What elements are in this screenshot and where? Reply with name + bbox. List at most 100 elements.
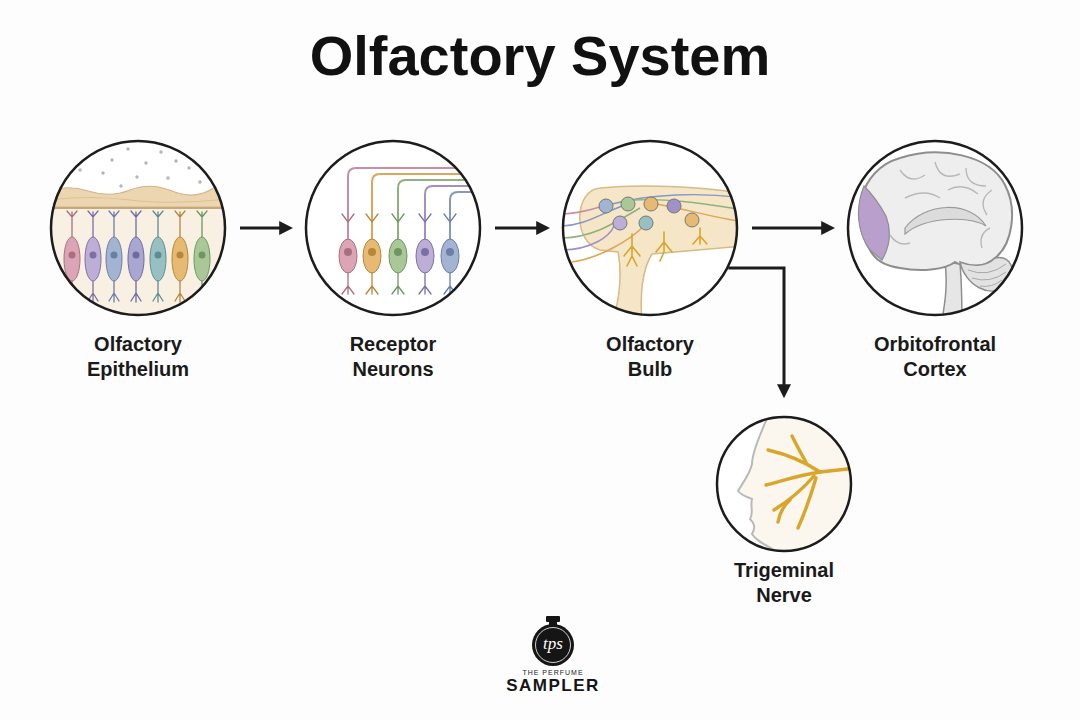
- odor-molecule: [159, 150, 162, 153]
- gyrus-line: [966, 168, 986, 186]
- odor-molecule: [126, 147, 129, 150]
- stage-circle: Orbitofrontal Cortex: [847, 140, 1023, 316]
- cell-nucleus: [177, 252, 184, 259]
- corpus-callosum: [905, 207, 986, 234]
- cell-nucleus: [69, 252, 76, 259]
- incoming-axon: [560, 226, 614, 250]
- axon: [398, 180, 490, 240]
- stage-label: Olfactory Epithelium: [72, 332, 204, 382]
- brand-logo: [532, 624, 574, 666]
- axon: [348, 168, 490, 240]
- circle-outline: [717, 417, 851, 551]
- mucus-layer: [50, 198, 226, 203]
- circle-outline: [563, 141, 737, 315]
- bulb-illustration: [560, 140, 745, 322]
- epithelial-cell: [106, 237, 122, 281]
- stage-label-group: Trigeminal Nerve: [718, 558, 850, 608]
- epithelial-cell: [64, 237, 210, 281]
- epithelial-cell: [172, 237, 188, 281]
- cerebellum-fold: [968, 264, 1006, 286]
- gyrus-line: [935, 162, 960, 176]
- stage-label-group: Orbitofrontal Cortex: [869, 332, 1001, 382]
- brainstem: [940, 262, 962, 330]
- neuron-body: [446, 248, 454, 256]
- odor-molecule: [78, 168, 81, 171]
- diagram-title: Olfactory System: [0, 24, 1080, 88]
- dendrite: [342, 214, 456, 294]
- output-tract: [612, 195, 745, 222]
- epithelium-illustration: [50, 140, 226, 316]
- stage-circle: Olfactory Epithelium: [50, 140, 226, 316]
- cell-nucleus: [155, 252, 162, 259]
- gyrus-line: [981, 228, 990, 248]
- brain-illustration: [847, 140, 1023, 316]
- stage-label: Orbitofrontal Cortex: [869, 332, 1001, 382]
- mucus-layer: [46, 184, 232, 207]
- circle-outline: [305, 140, 481, 316]
- neuron-body: [421, 248, 429, 256]
- mitral-cell: [624, 234, 640, 266]
- stage-circle: Receptor Neurons: [305, 140, 481, 316]
- circle-outline: [562, 140, 738, 316]
- neuron-body: [339, 239, 459, 273]
- axon: [348, 168, 490, 240]
- mitral-cell: [693, 228, 707, 244]
- mitral-cell: [656, 232, 672, 261]
- glomerulus: [599, 199, 613, 213]
- nerve-branch: [798, 478, 816, 528]
- brain-illustration: [847, 140, 1023, 330]
- odor-molecule: [119, 184, 122, 187]
- cell-nucleus: [69, 252, 206, 259]
- gyrus-line: [890, 162, 992, 248]
- axon: [372, 174, 490, 240]
- brand-logo: [536, 628, 571, 663]
- nerve-branch: [768, 450, 820, 472]
- neuron-body: [339, 239, 357, 273]
- flow-arrow: [728, 268, 784, 394]
- stage-label-group: Olfactory Bulb: [584, 332, 716, 382]
- epithelial-cell: [150, 237, 166, 281]
- cell-nucleus: [133, 252, 140, 259]
- neuron-body: [394, 248, 402, 256]
- glomerulus: [685, 213, 699, 227]
- brand-monogram: tps: [543, 634, 563, 654]
- epithelial-cell: [128, 237, 144, 281]
- cell-nucleus: [111, 252, 118, 259]
- neuron-illustration: [305, 140, 481, 316]
- odor-molecule: [101, 171, 104, 174]
- glomerulus: [621, 197, 635, 211]
- epithelium-illustration: [50, 206, 226, 316]
- nerve-branch: [792, 436, 806, 462]
- odor-molecule: [135, 175, 138, 178]
- gyrus-line: [900, 170, 925, 179]
- cell-nucleus: [90, 252, 97, 259]
- stage-label-group: Receptor Neurons: [327, 332, 459, 382]
- glomerulus: [644, 197, 658, 211]
- brand-tagline: THE PERFUME: [522, 669, 583, 677]
- odor-molecule: [144, 161, 147, 164]
- basal-line: [50, 207, 226, 209]
- gyrus-line: [983, 190, 992, 215]
- odor-molecule: [174, 159, 177, 162]
- glomerulus: [613, 216, 627, 230]
- stage-circle: Trigeminal Nerve: [716, 416, 852, 552]
- flow-arrow: [495, 227, 546, 230]
- nerve-branch: [778, 500, 790, 522]
- circle-outline: [50, 140, 226, 316]
- gyrus-line: [948, 187, 978, 194]
- epithelial-cell: [64, 237, 80, 281]
- flow-arrow: [240, 227, 289, 230]
- cerebellum-fold: [968, 264, 1006, 273]
- incoming-axon: [572, 226, 644, 262]
- circle-outline: [51, 141, 225, 315]
- odor-molecule: [110, 158, 113, 161]
- stage-circle: Olfactory Bulb: [562, 140, 738, 316]
- neuron-body: [368, 248, 376, 256]
- incoming-axon: [560, 208, 640, 238]
- stage-label: Receptor Neurons: [327, 332, 459, 382]
- face-skin: [738, 412, 860, 560]
- neuron-body: [441, 239, 459, 273]
- glomerulus: [667, 199, 681, 213]
- circle-outline: [306, 141, 480, 315]
